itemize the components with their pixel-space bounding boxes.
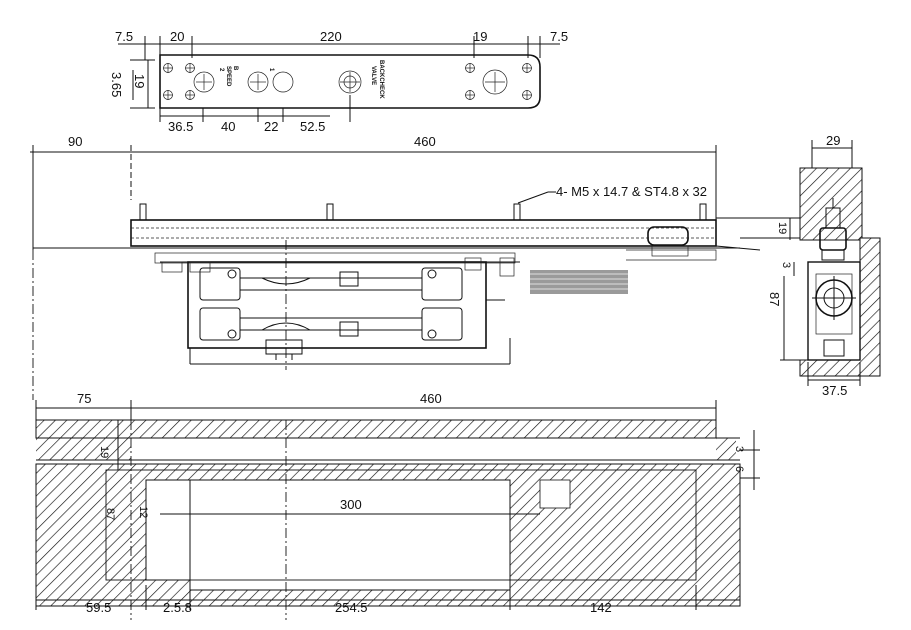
plate-label-f: VALVE [370, 66, 376, 85]
dim-side-19: 19 [776, 222, 788, 234]
dim-plan-2-5-8: 2.5.8 [163, 600, 192, 615]
side-section-view: 29 19 3 87 37.5 [767, 133, 881, 398]
dim-plan-59-5: 59.5 [86, 600, 111, 615]
elevation-view: 90 460 4- M5 x 14.7 & ST4.8 x 32 [30, 134, 800, 400]
plate-label-b: 1 [268, 68, 274, 72]
dim-plate-19: 19 [473, 29, 487, 44]
dim-plate-36-5: 36.5 [168, 119, 193, 134]
dim-plate-220: 220 [320, 29, 342, 44]
dim-side-3: 3 [780, 262, 792, 268]
dim-plate-20: 20 [170, 29, 184, 44]
grey-spacer-block [530, 270, 628, 294]
dim-plate-7-5-left: 7.5 [115, 29, 133, 44]
dim-plan-6: 6 [733, 466, 745, 472]
plate-label-d: B [232, 66, 238, 71]
dim-plan-300: 300 [340, 497, 362, 512]
dim-plan-3: 3 [733, 446, 745, 452]
dim-plan-87: 87 [104, 508, 116, 520]
dim-plate-19-left: 19 [132, 74, 147, 88]
dim-plate-7-5-right: 7.5 [550, 29, 568, 44]
dim-elev-460: 460 [414, 134, 436, 149]
dim-plate-3-65: 3.65 [109, 72, 124, 97]
plate-label-c: SPEED [225, 66, 231, 87]
plate-label-e: BACKCHECK [378, 60, 384, 99]
dim-side-87: 87 [767, 292, 782, 306]
dim-side-37-5: 37.5 [822, 383, 847, 398]
dim-plate-40: 40 [221, 119, 235, 134]
plan-section-view: 75 460 300 19 87 12 3 6 [35, 391, 760, 620]
callout-screws: 4- M5 x 14.7 & ST4.8 x 32 [556, 184, 707, 199]
dim-plate-22: 22 [264, 119, 278, 134]
dim-plan-19: 19 [98, 446, 110, 458]
dim-plate-52-5: 52.5 [300, 119, 325, 134]
dim-plan-254-5: 254.5 [335, 600, 368, 615]
dim-elev-90: 90 [68, 134, 82, 149]
dim-plan-460: 460 [420, 391, 442, 406]
dim-plan-142: 142 [590, 600, 612, 615]
mounting-plate-view: 2 1 SPEED B BACKCHECK VALVE 7.5 20 220 1… [109, 29, 568, 134]
dim-plan-75: 75 [77, 391, 91, 406]
dim-side-29: 29 [826, 133, 840, 148]
dim-plan-12: 12 [137, 506, 149, 518]
plate-label-a: 2 [218, 68, 224, 72]
